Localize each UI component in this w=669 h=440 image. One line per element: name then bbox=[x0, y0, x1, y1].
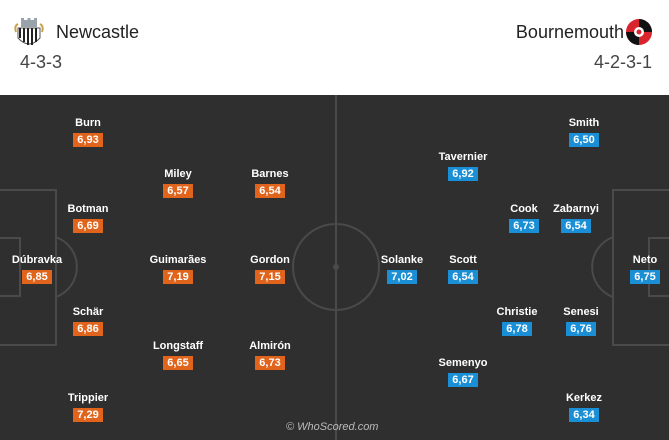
player-name: Zabarnyi bbox=[553, 203, 599, 215]
home-player-botman[interactable]: Botman 6,69 bbox=[43, 203, 133, 234]
home-player-guimaraes[interactable]: Guimarães 7,19 bbox=[133, 254, 223, 285]
player-name: Scott bbox=[449, 254, 477, 266]
home-player-trippier[interactable]: Trippier 7,29 bbox=[43, 392, 133, 423]
bournemouth-crest-icon bbox=[626, 19, 652, 45]
player-name: Tavernier bbox=[438, 151, 488, 163]
player-name: Trippier bbox=[67, 392, 109, 404]
player-rating: 6,92 bbox=[448, 167, 478, 181]
player-name: Gordon bbox=[250, 254, 290, 266]
player-name: Smith bbox=[568, 117, 600, 129]
pitch-markings bbox=[0, 95, 669, 440]
player-name: Cook bbox=[510, 203, 538, 215]
pitch: Burn 6,93 Botman 6,69 Dúbravka 6,85 Schä… bbox=[0, 95, 669, 440]
player-name: Longstaff bbox=[152, 340, 204, 352]
away-player-tavernier[interactable]: Tavernier 6,92 bbox=[418, 151, 508, 182]
player-rating: 6,50 bbox=[569, 133, 599, 147]
player-name: Solanke bbox=[380, 254, 424, 266]
player-rating: 6,69 bbox=[73, 219, 103, 233]
player-name: Senesi bbox=[563, 306, 599, 318]
player-rating: 6,76 bbox=[566, 322, 596, 336]
player-rating: 7,29 bbox=[73, 408, 103, 422]
away-player-smith[interactable]: Smith 6,50 bbox=[539, 117, 629, 148]
player-name: Botman bbox=[67, 203, 109, 215]
match-header: Newcastle 4-3-3 Bournemouth 4-2-3-1 bbox=[0, 0, 669, 95]
home-player-barnes[interactable]: Barnes 6,54 bbox=[225, 168, 315, 199]
player-name: Barnes bbox=[251, 168, 289, 180]
player-rating: 7,15 bbox=[255, 270, 285, 284]
player-name: Semenyo bbox=[438, 357, 488, 369]
home-player-gordon[interactable]: Gordon 7,15 bbox=[225, 254, 315, 285]
player-name: Neto bbox=[632, 254, 658, 266]
player-name: Christie bbox=[496, 306, 538, 318]
player-rating: 6,85 bbox=[22, 270, 52, 284]
player-rating: 6,73 bbox=[255, 356, 285, 370]
player-rating: 6,57 bbox=[163, 184, 193, 198]
player-rating: 6,54 bbox=[561, 219, 591, 233]
player-name: Burn bbox=[75, 117, 101, 129]
away-player-christie[interactable]: Christie 6,78 bbox=[472, 306, 562, 337]
player-rating: 6,54 bbox=[255, 184, 285, 198]
home-formation: 4-3-3 bbox=[20, 52, 63, 72]
player-name: Schär bbox=[72, 306, 104, 318]
player-name: Guimarães bbox=[149, 254, 207, 266]
home-team-name[interactable]: Newcastle bbox=[56, 22, 140, 42]
player-rating: 6,93 bbox=[73, 133, 103, 147]
watermark: © WhoScored.com bbox=[286, 421, 379, 433]
player-rating: 6,75 bbox=[630, 270, 660, 284]
player-rating: 6,86 bbox=[73, 322, 103, 336]
player-rating: 7,02 bbox=[387, 270, 417, 284]
away-player-semenyo[interactable]: Semenyo 6,67 bbox=[418, 357, 508, 388]
away-player-cook[interactable]: Cook 6,73 bbox=[479, 203, 569, 234]
home-player-almiron[interactable]: Almirón 6,73 bbox=[225, 340, 315, 371]
player-name: Miley bbox=[164, 168, 192, 180]
away-player-solanke[interactable]: Solanke 7,02 bbox=[357, 254, 447, 285]
player-rating: 6,67 bbox=[448, 373, 478, 387]
player-rating: 6,78 bbox=[502, 322, 532, 336]
away-player-neto[interactable]: Neto 6,75 bbox=[600, 254, 669, 285]
away-player-scott[interactable]: Scott 6,54 bbox=[418, 254, 508, 285]
player-rating: 6,65 bbox=[163, 356, 193, 370]
home-player-miley[interactable]: Miley 6,57 bbox=[133, 168, 223, 199]
player-rating: 6,34 bbox=[569, 408, 599, 422]
player-name: Dúbravka bbox=[11, 254, 63, 266]
away-player-senesi[interactable]: Senesi 6,76 bbox=[536, 306, 626, 337]
player-rating: 6,54 bbox=[448, 270, 478, 284]
away-player-kerkez[interactable]: Kerkez 6,34 bbox=[539, 392, 629, 423]
player-name: Almirón bbox=[249, 340, 291, 352]
home-player-longstaff[interactable]: Longstaff 6,65 bbox=[133, 340, 223, 371]
player-rating: 7,19 bbox=[163, 270, 193, 284]
player-name: Kerkez bbox=[565, 392, 603, 404]
home-player-burn[interactable]: Burn 6,93 bbox=[43, 117, 133, 148]
away-player-zabarnyi[interactable]: Zabarnyi 6,54 bbox=[531, 203, 621, 234]
player-rating: 6,73 bbox=[509, 219, 539, 233]
away-team-name[interactable]: Bournemouth bbox=[515, 22, 624, 42]
home-player-schar[interactable]: Schär 6,86 bbox=[43, 306, 133, 337]
home-player-dubravka[interactable]: Dúbravka 6,85 bbox=[0, 254, 82, 285]
newcastle-crest-icon bbox=[14, 18, 44, 45]
away-formation: 4-2-3-1 bbox=[593, 52, 652, 72]
